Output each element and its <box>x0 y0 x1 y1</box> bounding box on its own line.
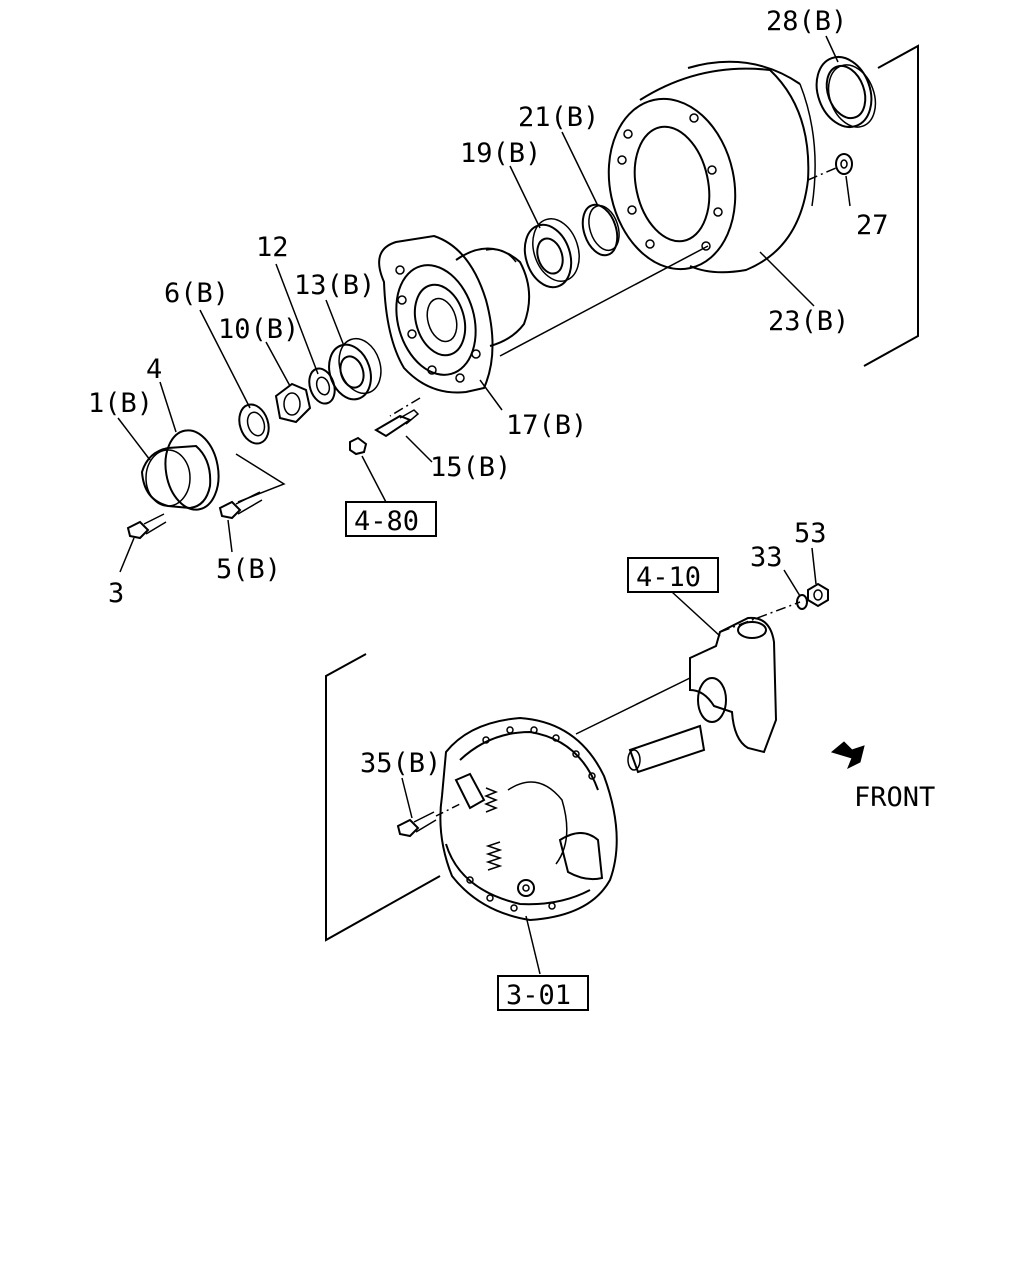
callout-19: 19(B) <box>460 138 541 169</box>
hub-bolt <box>374 409 420 438</box>
cap-screw <box>218 491 263 520</box>
callout-23: 23(B) <box>768 306 849 337</box>
steering-knuckle <box>575 601 801 774</box>
inner-bearing <box>328 337 382 401</box>
ref-box-3-01[interactable]: 3-01 <box>497 975 589 1011</box>
oil-seal <box>815 56 877 128</box>
callout-leaders-lower <box>401 547 817 975</box>
ref-4-80-label: 4-80 <box>354 506 419 537</box>
callout-27: 27 <box>856 210 889 241</box>
washer <box>835 153 853 175</box>
callout-33: 33 <box>750 542 783 573</box>
ref-3-01-label: 3-01 <box>506 980 571 1011</box>
backing-plate-bolt <box>396 803 461 838</box>
knuckle-nut <box>807 582 829 608</box>
callout-5: 5(B) <box>216 554 281 585</box>
callout-15: 15(B) <box>430 452 511 483</box>
callout-10: 10(B) <box>218 314 299 345</box>
callout-12: 12 <box>256 232 289 263</box>
drum-group-bracket <box>863 44 919 367</box>
hub-bolt-nut <box>349 436 368 456</box>
ref-box-4-80[interactable]: 4-80 <box>345 501 437 537</box>
callout-13: 13(B) <box>294 270 375 301</box>
hub-gasket <box>164 429 220 511</box>
thrust-washer <box>308 367 336 405</box>
hub-cap-bolt <box>126 513 167 540</box>
callout-35: 35(B) <box>360 748 441 779</box>
lock-nut <box>274 382 312 424</box>
callout-53: 53 <box>794 518 827 549</box>
ref-box-4-10[interactable]: 4-10 <box>627 557 719 593</box>
brake-group-bracket <box>325 653 441 942</box>
wheel-hub <box>378 234 709 417</box>
brake-shoe-assembly <box>439 716 618 922</box>
callout-17: 17(B) <box>506 410 587 441</box>
callout-6: 6(B) <box>164 278 229 309</box>
callout-4: 4 <box>146 354 162 385</box>
hub-seal <box>238 403 270 445</box>
callout-leaders <box>117 35 851 573</box>
ref-4-10-label: 4-10 <box>636 562 701 593</box>
callout-28: 28(B) <box>766 6 847 37</box>
callout-21: 21(B) <box>518 102 599 133</box>
snap-ring <box>581 203 620 257</box>
front-label: FRONT <box>854 782 935 813</box>
front-direction-arrow-icon <box>830 741 865 770</box>
knuckle-washer <box>796 594 808 610</box>
callout-1: 1(B) <box>88 388 153 419</box>
callout-3: 3 <box>108 578 124 609</box>
brake-drum <box>607 60 837 274</box>
